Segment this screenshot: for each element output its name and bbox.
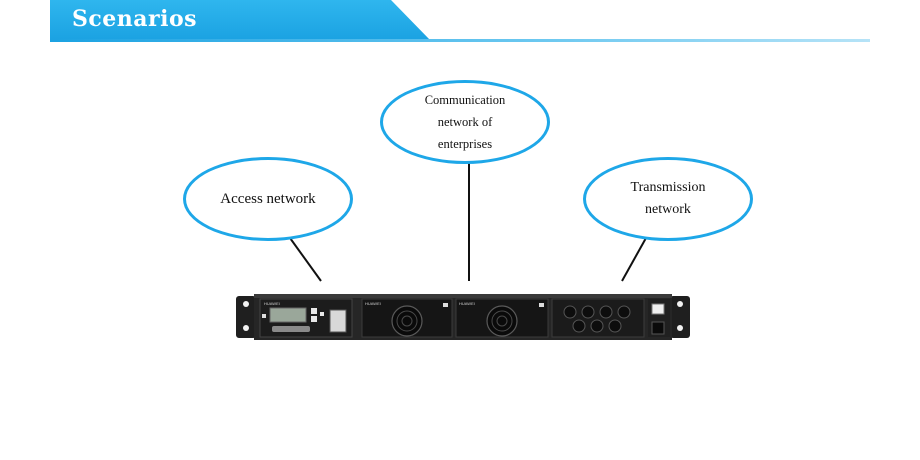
panel-hole-4	[617, 305, 631, 319]
bubble-communication-line3: enterprises	[437, 137, 493, 151]
rectifier-1-fan-hub	[401, 315, 413, 327]
header-banner: Scenarios	[50, 0, 870, 42]
rectifier-2-fan-hub	[496, 315, 508, 327]
controller-button-2	[311, 316, 317, 322]
chassis-top-edge	[254, 294, 672, 298]
panel-hole-7	[608, 319, 622, 333]
power-system-device: HUAWEI HUAWEI HUAWEI	[236, 294, 690, 340]
panel-hole-1	[563, 305, 577, 319]
connector-transmission	[621, 237, 647, 282]
bubble-access-network: Access network	[183, 157, 353, 241]
controller-label-plate	[329, 309, 347, 333]
rectifier-2-indicator	[539, 303, 544, 307]
power-socket	[651, 321, 665, 335]
controller-button-3	[320, 312, 324, 316]
rectifier-2-brand: HUAWEI	[459, 301, 475, 306]
db-connector	[272, 326, 310, 332]
panel-hole-2	[581, 305, 595, 319]
left-ear-hole-top	[243, 301, 249, 307]
controller-button-1	[311, 308, 317, 314]
right-rack-ear	[670, 296, 690, 338]
bubble-communication-network: Communication network of enterprises	[380, 80, 550, 164]
bubble-access-label: Access network	[220, 190, 316, 207]
left-rack-ear	[236, 296, 256, 338]
power-switch	[651, 303, 665, 315]
panel-hole-3	[599, 305, 613, 319]
bubble-transmission-line1: Transmission	[630, 180, 706, 195]
bubble-communication-line1: Communication	[424, 93, 506, 107]
bubble-transmission-network: Transmission network	[583, 157, 753, 241]
rectifier-1-fan-grill	[396, 310, 418, 332]
panel-hole-5	[572, 319, 586, 333]
rectifier-1-indicator	[443, 303, 448, 307]
connector-access	[289, 237, 322, 282]
panel-hole-6	[590, 319, 604, 333]
rectifier-2-fan-grill	[491, 310, 513, 332]
rectifier-1-fan	[391, 305, 423, 337]
rectifier-1-brand: HUAWEI	[365, 301, 381, 306]
page-title: Scenarios	[72, 6, 198, 32]
controller-brand: HUAWEI	[264, 301, 280, 306]
header-tab	[50, 0, 373, 40]
rectifier-2-fan	[486, 305, 518, 337]
left-ear-hole-bottom	[243, 325, 249, 331]
header-underline	[50, 39, 870, 42]
controller-indicator	[262, 314, 266, 318]
bubble-transmission-line2: network	[645, 202, 691, 217]
bubble-communication-line2: network of	[437, 115, 493, 129]
lcd-screen	[269, 307, 307, 323]
right-ear-hole-top	[677, 301, 683, 307]
right-ear-hole-bottom	[677, 325, 683, 331]
